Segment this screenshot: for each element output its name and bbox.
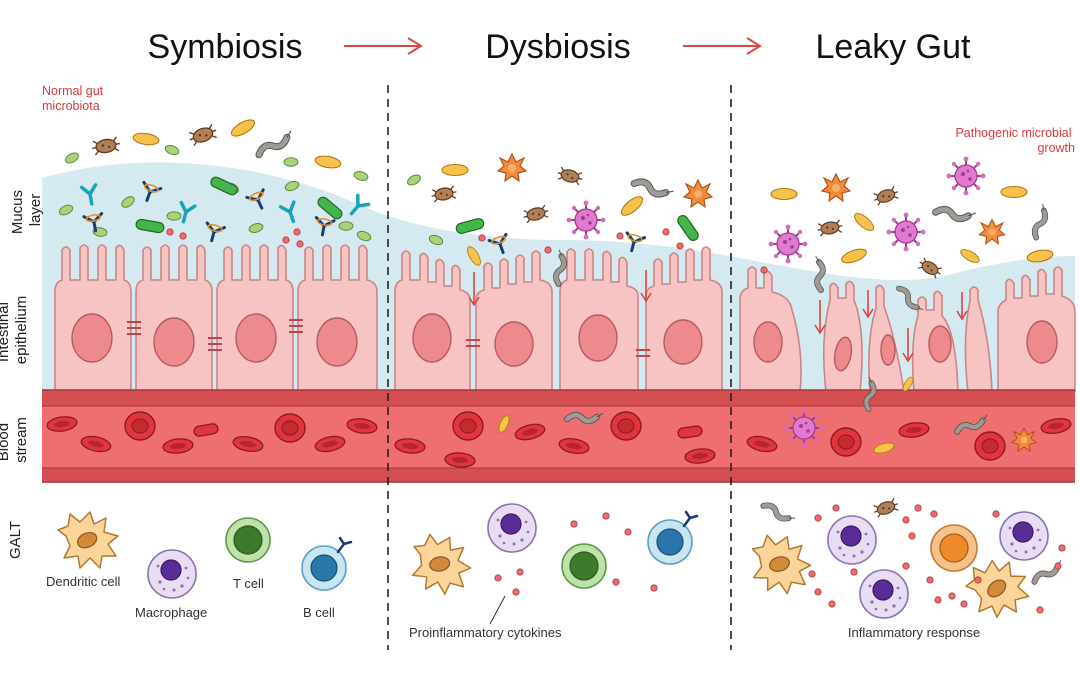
dendritic-cell bbox=[745, 530, 816, 598]
t-cell bbox=[225, 517, 271, 563]
gap-arrow-icon bbox=[814, 290, 968, 363]
b-cell-label: B cell bbox=[303, 605, 335, 620]
pathogenic-growth-note: Pathogenic microbial growth bbox=[955, 126, 1075, 155]
stage-title-leaky-gut: Leaky Gut bbox=[816, 28, 972, 66]
dendritic-cell bbox=[57, 511, 119, 569]
macrophage-cell bbox=[859, 569, 909, 619]
macrophage-cell bbox=[827, 515, 877, 565]
blood-stream-label: Blood stream bbox=[0, 417, 30, 463]
cytokines-pointer bbox=[489, 595, 506, 625]
arrow-icon bbox=[344, 37, 423, 55]
galt-leaky-gut bbox=[745, 497, 1065, 624]
tight-junctions bbox=[127, 319, 303, 351]
plasma-cell bbox=[930, 524, 978, 572]
t-cell-label: T cell bbox=[233, 576, 264, 591]
stage-title-symbiosis: Symbiosis bbox=[148, 28, 303, 66]
arrow-icon bbox=[683, 37, 762, 55]
mucus-layer-label: Mucus layer bbox=[9, 186, 44, 234]
macrophage-cell bbox=[487, 503, 537, 553]
b-cell bbox=[300, 536, 353, 592]
dendritic-cell bbox=[960, 552, 1035, 624]
t-cell bbox=[561, 543, 607, 589]
normal-microbiota-note: Normal gut microbiota bbox=[42, 84, 107, 113]
nucleus-group bbox=[412, 313, 703, 367]
cytokines-label: Proinflammatory cytokines bbox=[409, 625, 562, 640]
dendritic-cell bbox=[403, 528, 478, 600]
epithelium-label: Intestinal epithelium bbox=[0, 296, 30, 364]
macrophage-cell bbox=[147, 549, 197, 599]
galt-label: GALT bbox=[7, 521, 24, 559]
macrophage-cell bbox=[999, 511, 1049, 561]
pathogens-in-blood bbox=[498, 376, 1037, 456]
nucleus-group bbox=[71, 313, 358, 367]
nucleus-group bbox=[753, 320, 1058, 372]
b-cell bbox=[646, 510, 699, 566]
macrophage-label: Macrophage bbox=[135, 605, 207, 620]
gap-arrow-icon bbox=[468, 270, 652, 307]
stage-title-dysbiosis: Dysbiosis bbox=[485, 28, 630, 66]
galt-dysbiosis bbox=[403, 503, 699, 600]
inflammatory-response-label: Inflammatory response bbox=[848, 625, 980, 640]
dendritic-cell-label: Dendritic cell bbox=[46, 574, 121, 589]
tight-junctions bbox=[466, 339, 650, 357]
